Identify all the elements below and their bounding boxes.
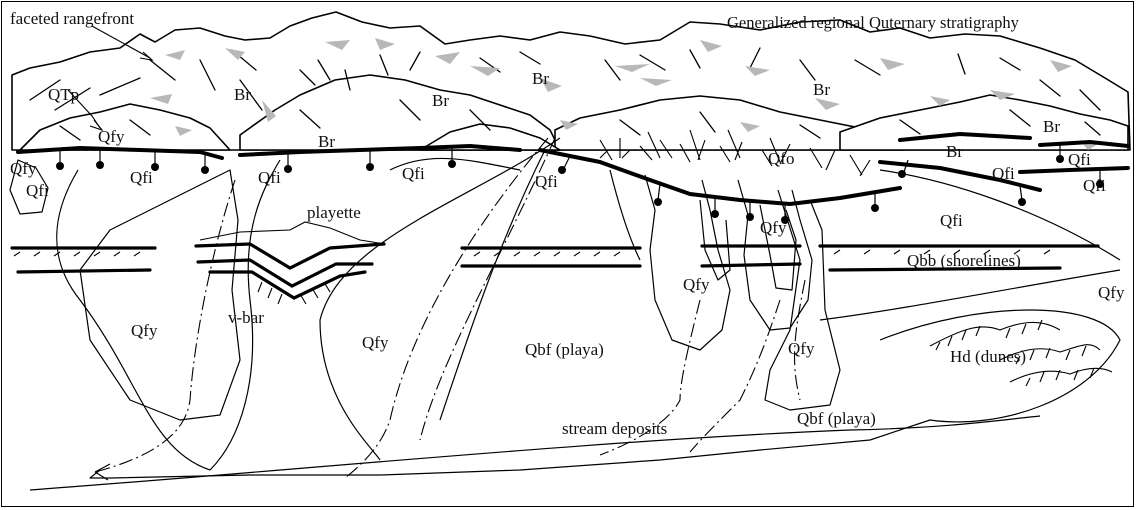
label-faceted-rangefront: faceted rangefront <box>10 9 134 28</box>
label-v-bar: v-bar <box>228 308 264 327</box>
label-br: Br <box>234 85 251 104</box>
diagram-title: Generalized regional Quternary stratigra… <box>727 13 1020 32</box>
label-qfi: Qfi <box>1083 176 1106 195</box>
label-br: Br <box>813 80 830 99</box>
label-qfi: Qfi <box>130 168 153 187</box>
label-br: Br <box>318 132 335 151</box>
label-qtp: QTp <box>48 85 79 104</box>
label-br: Br <box>1043 117 1060 136</box>
label-br: Br <box>432 91 449 110</box>
label-qbf-playa: Qbf (playa) <box>525 340 604 359</box>
label-qfy: Qfy <box>10 159 37 178</box>
label-stream-deposits: stream deposits <box>562 419 667 438</box>
label-br: Br <box>946 142 963 161</box>
label-qbb-shorelines: Qbb (shorelines) <box>907 251 1021 270</box>
label-qfy: Qfy <box>760 218 787 237</box>
label-qbf-playa: Qbf (playa) <box>797 409 876 428</box>
label-qfo: Qfo <box>768 149 794 168</box>
label-qfi: Qfi <box>402 164 425 183</box>
label-qfi: Qfi <box>258 168 281 187</box>
label-qfi: Qfi <box>992 164 1015 183</box>
label-qfi: Qfi <box>535 172 558 191</box>
label-br: Br <box>532 69 549 88</box>
label-qfi: Qfi <box>26 181 49 200</box>
label-qfy: Qfy <box>362 333 389 352</box>
stream-channels <box>95 138 805 480</box>
label-qfy: Qfy <box>1098 283 1125 302</box>
label-qfi: Qfi <box>940 211 963 230</box>
label-qfy: Qfy <box>98 127 125 146</box>
label-playette: playette <box>307 203 361 222</box>
label-qfy: Qfy <box>683 275 710 294</box>
label-hd-dunes: Hd (dunes) <box>950 347 1026 366</box>
label-qfi: Qfi <box>1068 150 1091 169</box>
label-qfy: Qfy <box>131 321 158 340</box>
label-qfy: Qfy <box>788 339 815 358</box>
